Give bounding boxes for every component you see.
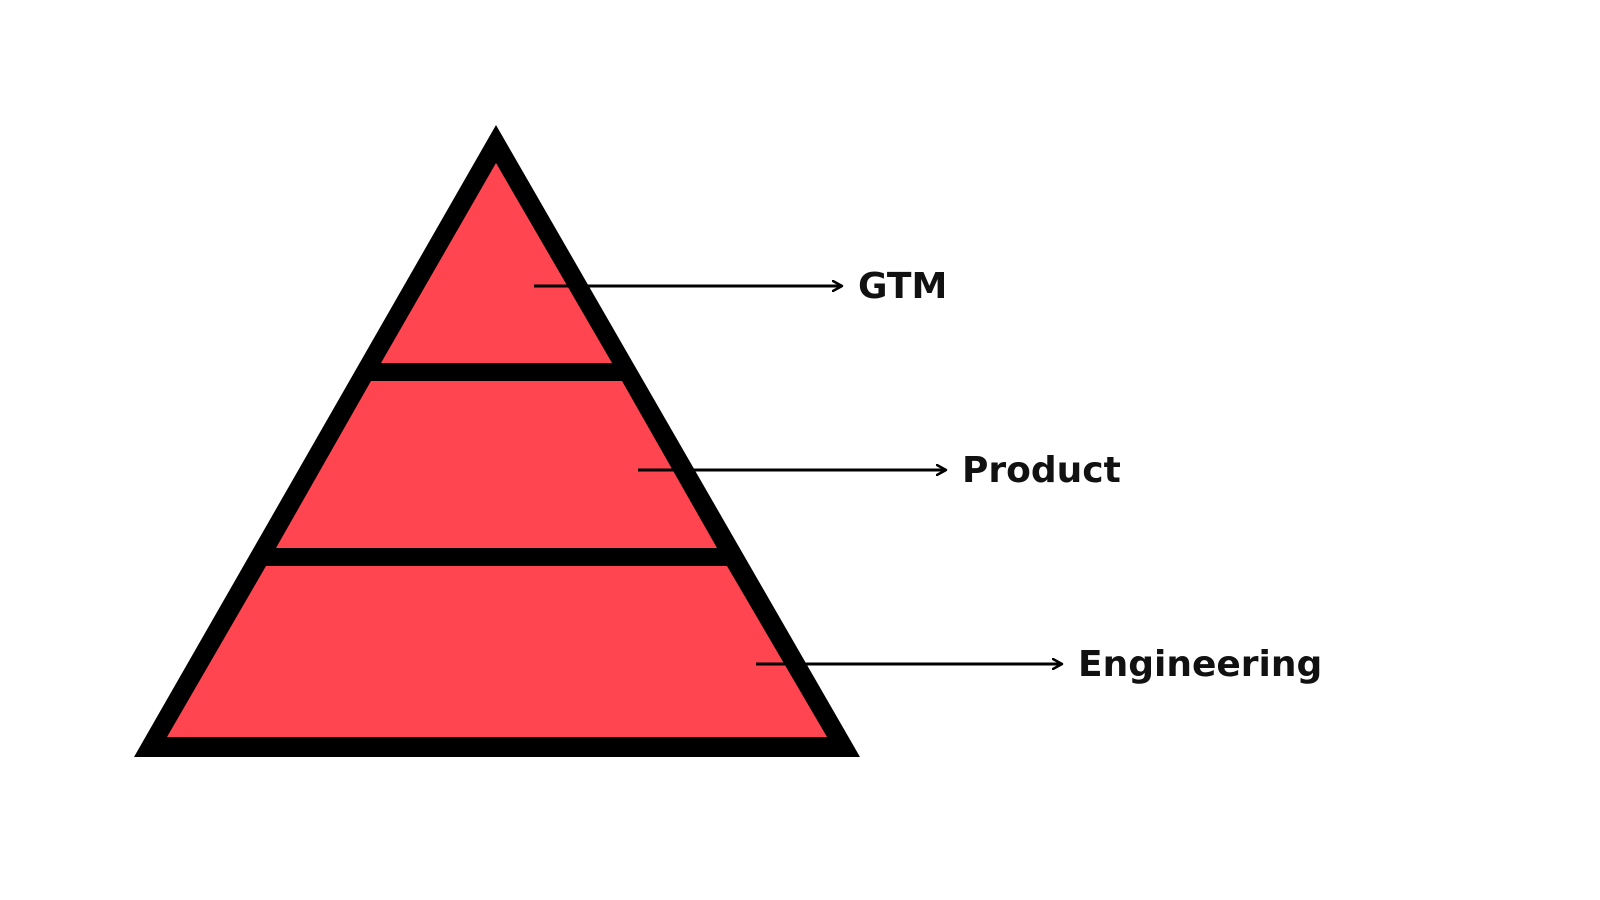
label-product: Product [962, 450, 1121, 491]
label-engineering: Engineering [1078, 644, 1322, 685]
tier-gtm [381, 163, 612, 363]
tier-product [276, 381, 717, 548]
tier-engineering [167, 566, 827, 737]
label-gtm: GTM [858, 266, 947, 307]
